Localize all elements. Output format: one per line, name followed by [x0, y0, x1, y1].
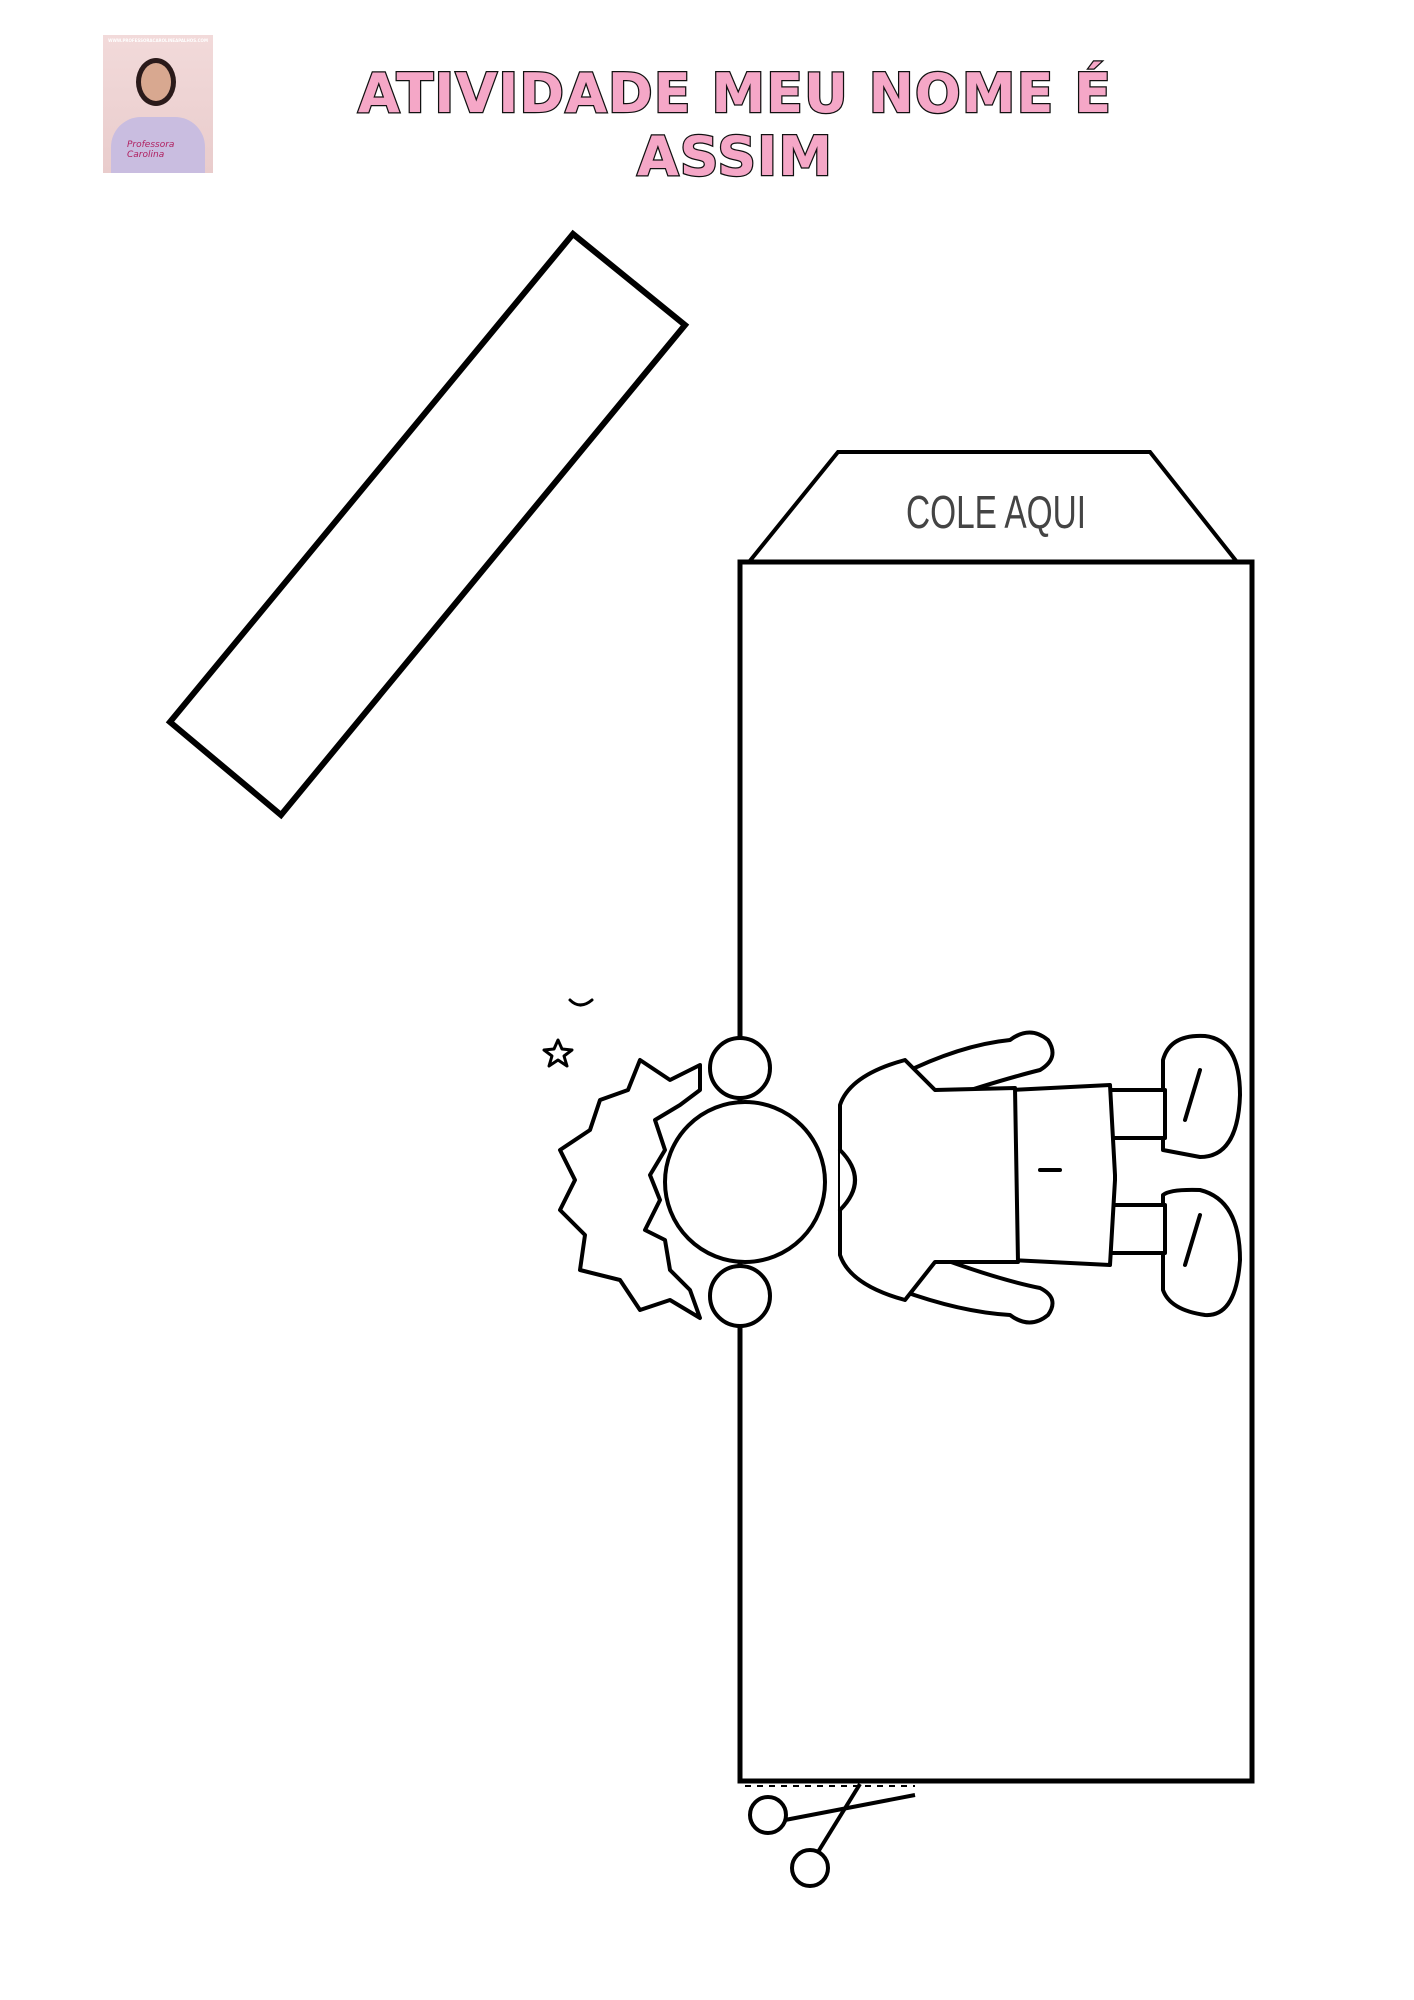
shoe-bottom — [1161, 1187, 1242, 1318]
hair — [558, 1058, 702, 1320]
hand-bottom — [898, 1256, 1055, 1325]
name-strip-cutout — [165, 229, 690, 820]
shoe-top — [1161, 1033, 1242, 1159]
photo-caption: WWW.PROFESSORACAROLINEAPALHOS.COM — [108, 38, 208, 43]
ear-bottom — [708, 1264, 772, 1328]
photo-shirt — [111, 117, 205, 173]
hand-top — [898, 1030, 1055, 1102]
head — [663, 1100, 827, 1264]
page-title: ATIVIDADE MEU NOME É ASSIM — [357, 61, 1113, 190]
shirt — [838, 1058, 1020, 1302]
shorts — [1008, 1083, 1117, 1267]
ear-top — [708, 1036, 772, 1100]
sweat-mark — [568, 998, 594, 1007]
photo-head — [141, 63, 171, 101]
boy-illustration — [542, 998, 1242, 1328]
star-icon — [542, 1038, 574, 1068]
author-photo: WWW.PROFESSORACAROLINEAPALHOS.COM Profes… — [103, 35, 213, 173]
scissors-icon — [745, 1782, 916, 1888]
photo-shirt-text: Professora Carolina — [127, 140, 175, 160]
glue-tab-label: COLE AQUI — [906, 486, 1086, 538]
